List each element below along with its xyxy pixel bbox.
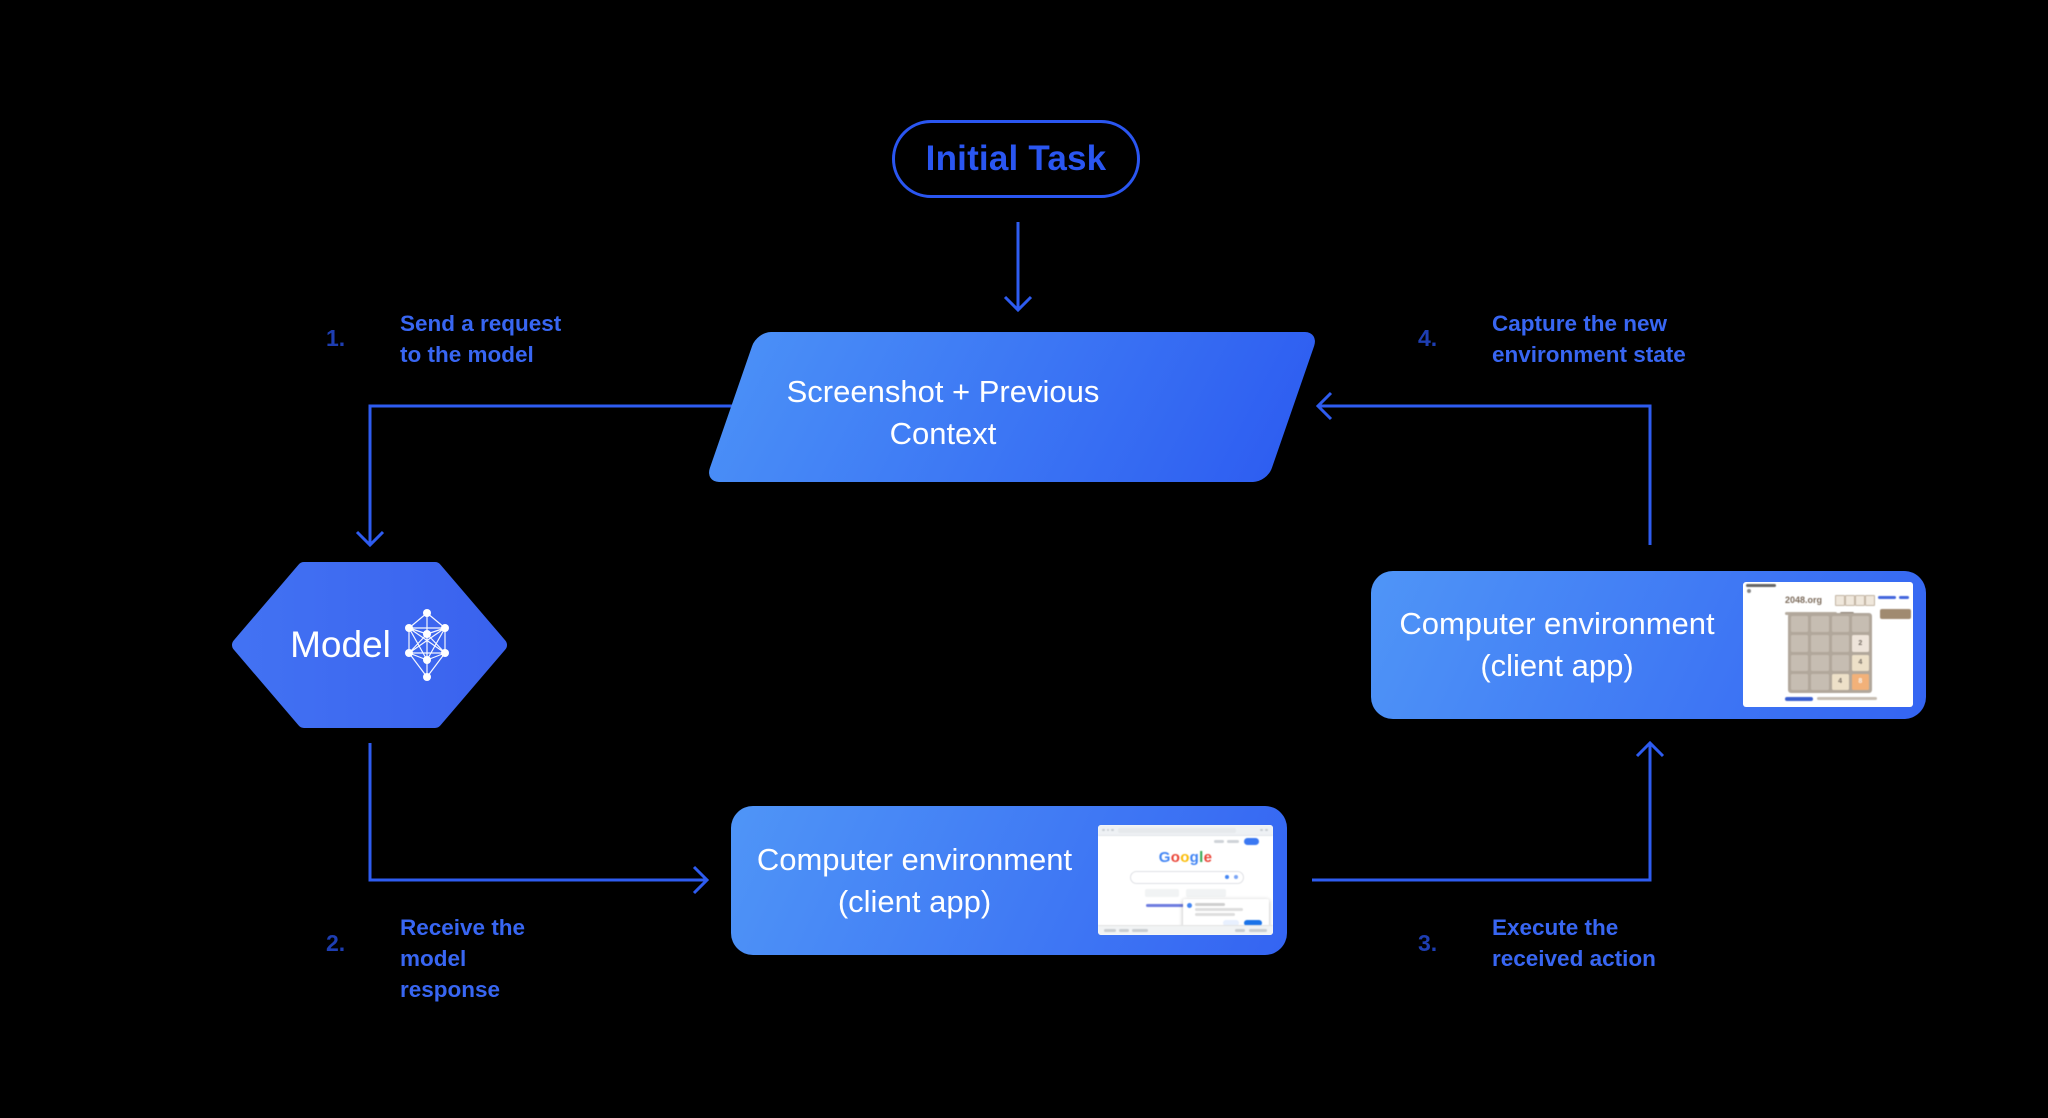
env-game-label: Computer environment (client app)	[1399, 606, 1715, 683]
language-links-bar	[1146, 904, 1194, 907]
model-content: Model	[239, 569, 500, 721]
browser-screenshot: Google	[1098, 825, 1273, 935]
initial-task-node: Initial Task	[892, 120, 1140, 198]
context-label: Screenshot + Previous Context	[786, 374, 1100, 451]
score-box	[1835, 595, 1845, 606]
env-browser-label: Computer environment (client app)	[756, 841, 1073, 919]
new-game-button	[1880, 609, 1911, 619]
gmail-link-bar	[1214, 840, 1224, 843]
arrow-model-to-env	[368, 743, 710, 895]
neural-network-icon	[404, 609, 449, 681]
dialog-secondary-button	[1223, 920, 1239, 926]
step-3-number: 3.	[1418, 930, 1438, 956]
step-1-label: Send a request to the model	[400, 311, 562, 367]
step-3-label: Execute the received action	[1492, 915, 1656, 971]
game-site-title: 2048.org	[1785, 595, 1823, 605]
images-link-bar	[1227, 840, 1239, 843]
arrow-env-to-env	[1312, 740, 1665, 882]
initial-task-label: Initial Task	[925, 139, 1107, 178]
model-node	[232, 562, 507, 728]
score-box	[1845, 595, 1855, 606]
tab-title-bar	[1746, 584, 1776, 587]
arrow-env-to-context	[1315, 391, 1652, 545]
browser-address-bar	[1098, 825, 1273, 836]
model-label: Model	[290, 624, 391, 665]
google-search-box	[1130, 871, 1244, 884]
header-link-bar	[1878, 596, 1896, 599]
feeling-lucky-button	[1186, 889, 1226, 897]
browser-footer	[1098, 925, 1273, 935]
header-link-bar2	[1899, 596, 1909, 599]
score-box	[1855, 595, 1865, 606]
howto-link-bar	[1785, 697, 1813, 701]
dialog-accept-button	[1244, 920, 1262, 926]
arrow-context-to-model	[355, 404, 740, 548]
score-box	[1865, 595, 1875, 606]
step-4-label: Capture the new environment state	[1492, 311, 1686, 367]
env-node-browser: Computer environment (client app) Google	[731, 806, 1287, 955]
google-search-button	[1145, 889, 1179, 897]
favicon-square	[1747, 589, 1751, 593]
browser-screenshot-content: Google	[1098, 825, 1273, 935]
google-logo: Google	[1158, 849, 1213, 866]
cookie-dialog	[1183, 899, 1269, 930]
step-2-label: Receive the model response	[400, 915, 526, 1002]
step-4-number: 4.	[1418, 325, 1438, 351]
step-2-number: 2.	[326, 930, 346, 956]
env-node-game: Computer environment (client app) 2048.o…	[1371, 571, 1926, 719]
step-1-number: 1.	[326, 325, 346, 351]
signin-button	[1244, 838, 1259, 845]
footer-text-bar	[1817, 697, 1877, 700]
arrow-task-to-context	[1003, 222, 1033, 313]
